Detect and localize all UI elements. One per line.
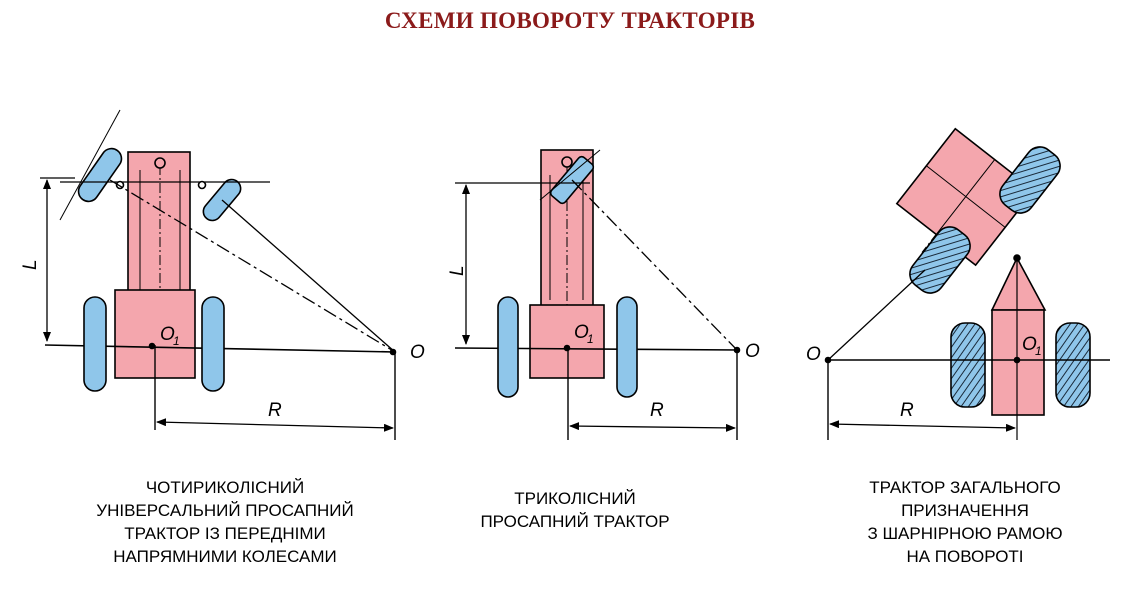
rear-wheel-right-2 [616,296,638,398]
diagram-four-wheel [40,109,397,440]
label-r-3: R [900,400,914,421]
label-o1-sub-1: 1 [173,334,180,348]
front-wheel-upper [999,146,1061,214]
label-o-2: O [745,341,760,362]
label-o-3: O [806,344,821,365]
rear-frame-nose [990,256,1047,311]
rear-wheel-right [201,296,225,392]
tractor-body-rear-2 [529,304,605,379]
label-r-1: R [268,400,282,421]
diagram-three-wheel [454,149,741,440]
diagram-three-wheel-labels: L O O 1 R [447,265,760,421]
caption-four-wheel: ЧОТИРИКОЛІСНИЙ УНІВЕРСАЛЬНИЙ ПРОСАПНИЙ Т… [96,478,354,566]
label-o1-sub-3: 1 [1035,344,1042,358]
label-l-2: L [447,265,468,276]
rear-wheel-left-2 [497,296,519,398]
label-o1-sub-2: 1 [587,332,594,346]
label-o1-1: O [160,324,175,345]
rear-wheel-left-3 [950,322,986,408]
label-o1-2: O [574,322,589,343]
label-r-2: R [650,400,664,421]
label-o1-3: O [1022,334,1037,355]
rear-wheel-right-3 [1055,322,1091,408]
caption-three-wheel: ТРИКОЛІСНИЙ ПРОСАПНИЙ ТРАКТОР [480,489,670,531]
rear-wheel-left [83,296,107,392]
diagram-articulated-labels: O O 1 R [806,334,1042,421]
diagram-articulated [824,127,1110,440]
front-wheel-lower [909,226,971,294]
caption-articulated: ТРАКТОР ЗАГАЛЬНОГО ПРИЗНАЧЕННЯ З ШАРНІРН… [867,478,1063,566]
front-wheel-left [77,147,123,203]
page-title: СХЕМИ ПОВОРОТУ ТРАКТОРІВ [384,8,756,33]
label-l-1: L [20,259,41,270]
diagram-four-wheel-labels: L O O 1 R [20,259,425,421]
label-o-1: O [410,342,425,363]
